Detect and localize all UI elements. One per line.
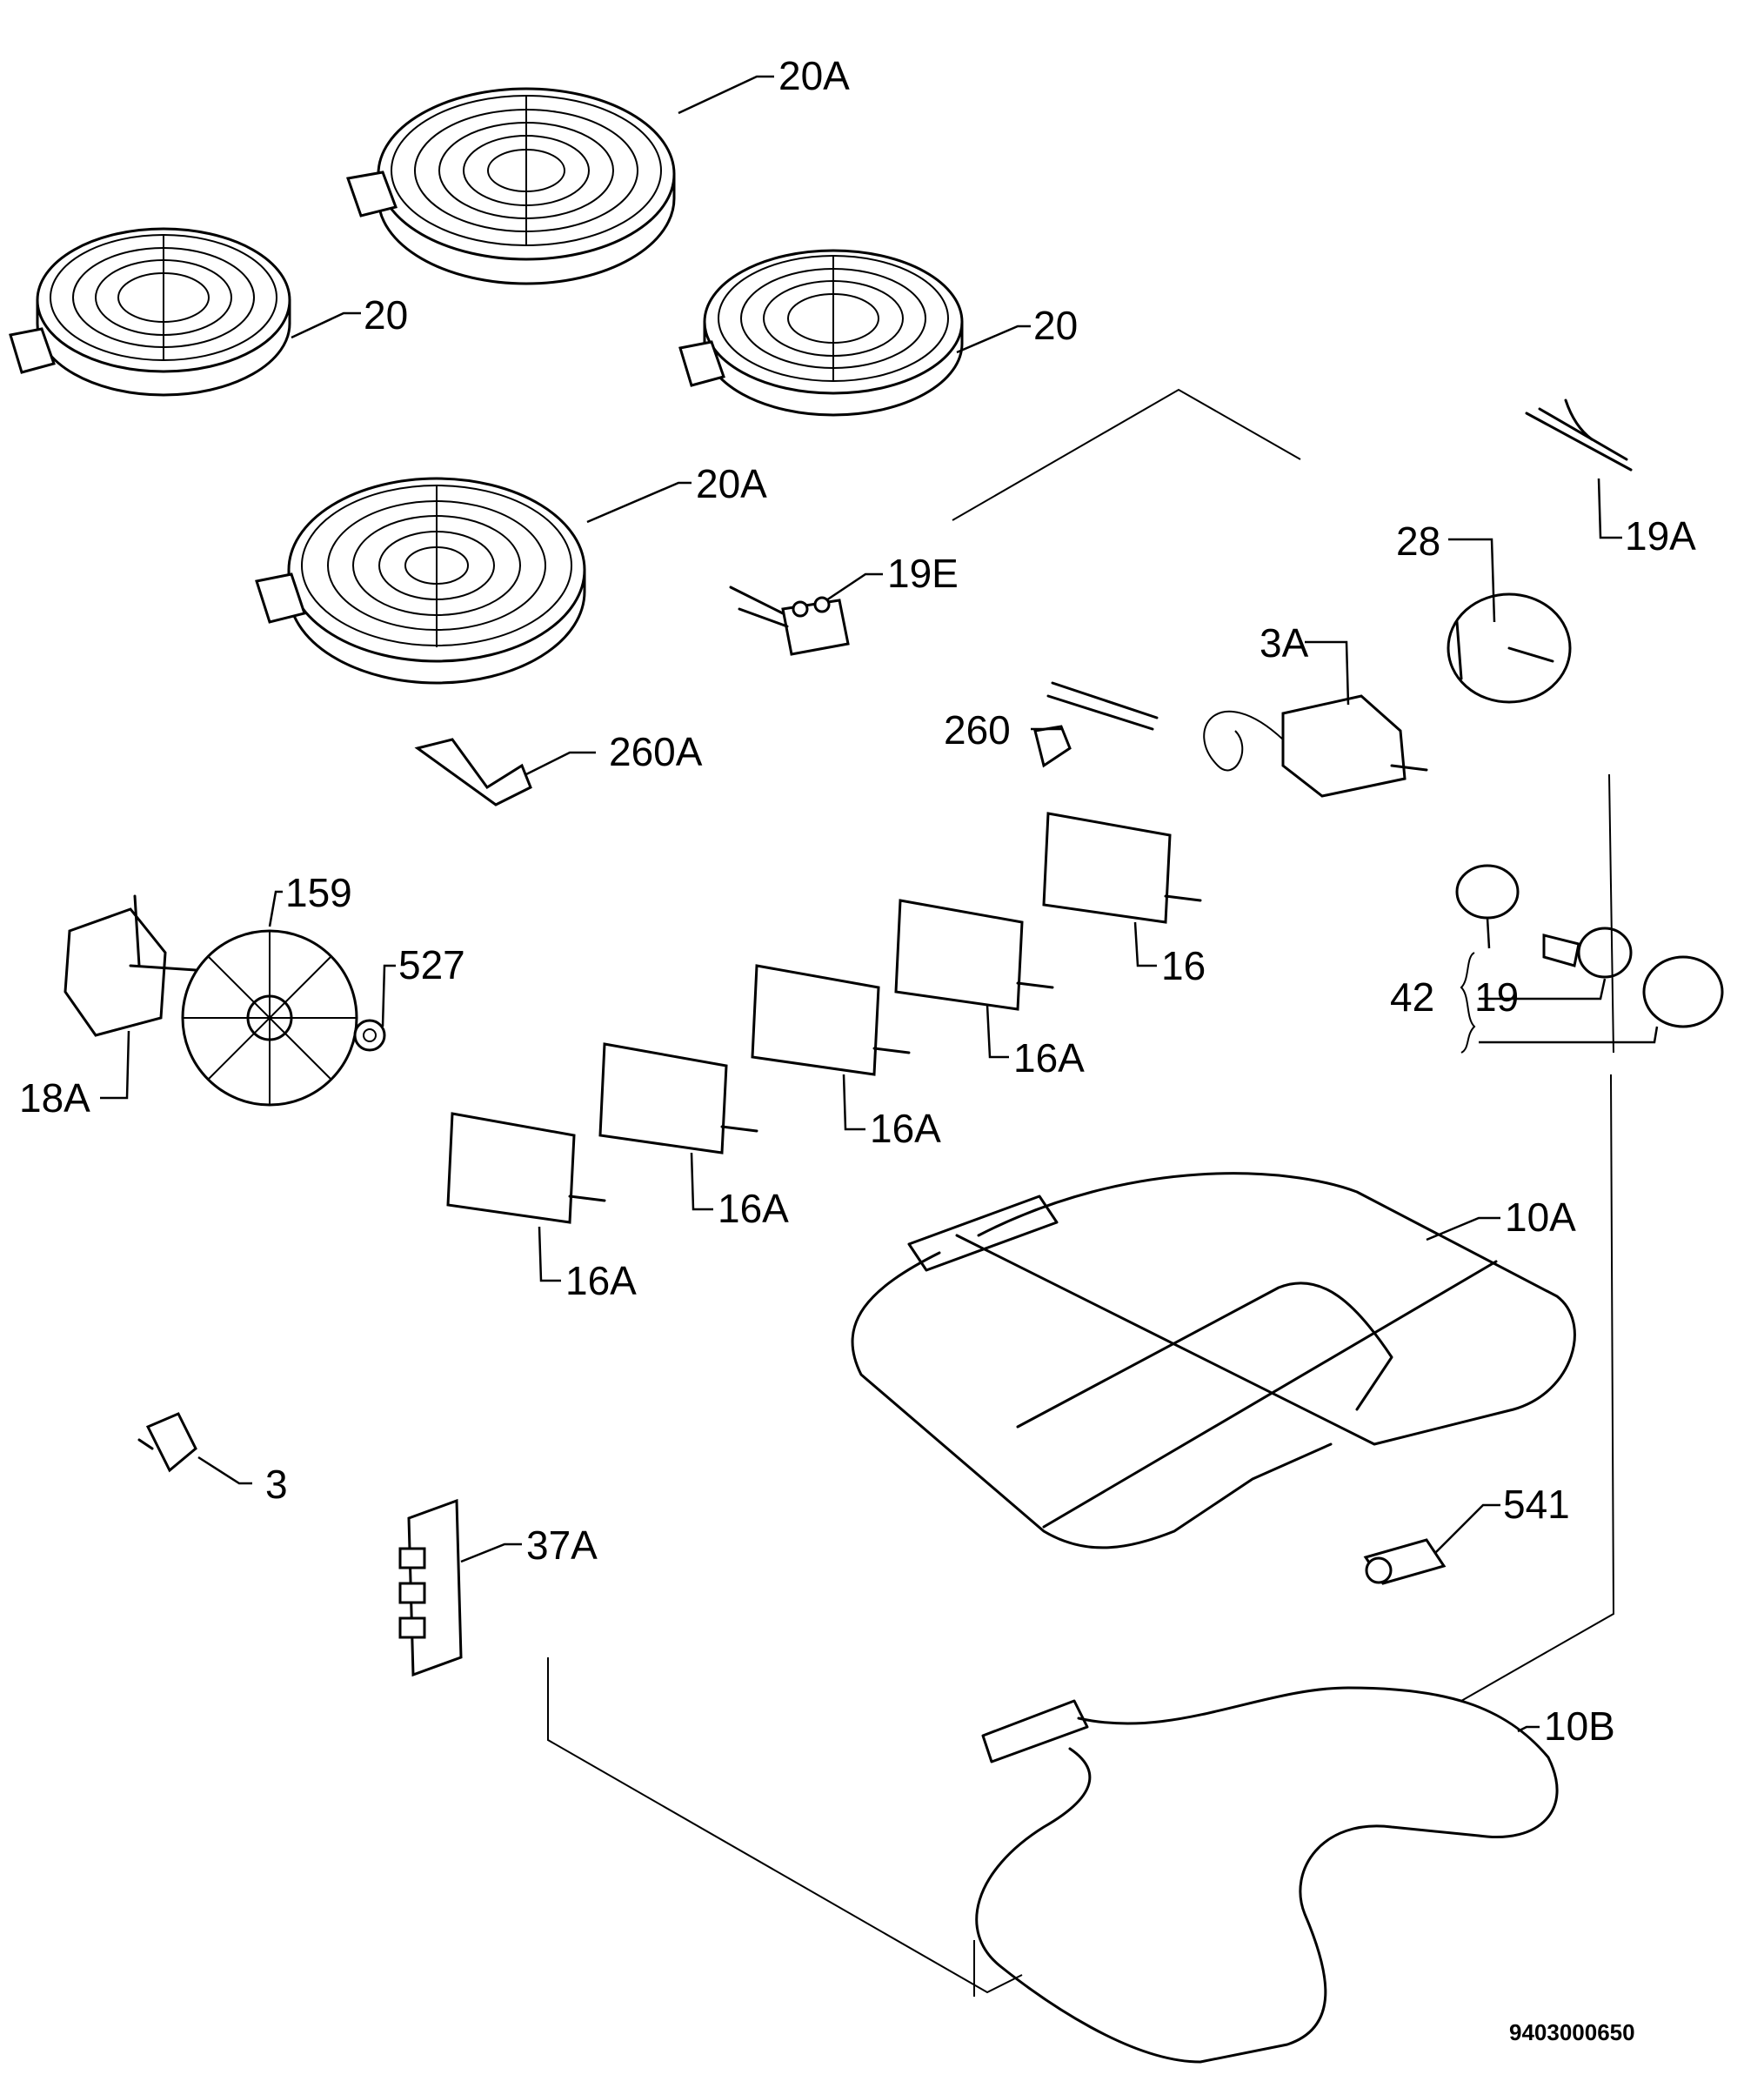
switch-16A-3 — [598, 1042, 758, 1154]
label-541: 541 — [1503, 1482, 1570, 1527]
label-159: 159 — [285, 870, 352, 915]
part-159-fan-blade — [181, 929, 358, 1107]
hotplate-20A-mid — [255, 477, 586, 685]
drawing-code: 9403000650 — [1509, 2019, 1635, 2045]
part-18A-fan-motor — [63, 894, 197, 1037]
label-19: 19 — [1474, 974, 1519, 1020]
hotplate-20A-top — [346, 87, 676, 285]
hotplate-20-right — [678, 249, 964, 417]
label-527: 527 — [398, 942, 465, 987]
switch-16A-2 — [751, 964, 911, 1076]
hotplate-20-left — [9, 227, 291, 397]
label-3: 3 — [265, 1462, 288, 1507]
label-18A: 18A — [19, 1075, 90, 1121]
label-20-left: 20 — [364, 292, 408, 338]
part-260-clip — [1033, 725, 1072, 768]
part-541-clip — [1363, 1538, 1447, 1585]
part-527-nut — [353, 1019, 386, 1052]
part-19E-switch — [729, 586, 850, 656]
label-19A: 19A — [1625, 513, 1696, 559]
label-260: 260 — [944, 707, 1011, 753]
part-3-switch — [137, 1412, 197, 1473]
switch-16A-4 — [446, 1112, 606, 1224]
label-20-right: 20 — [1033, 303, 1078, 348]
switch-16 — [1042, 812, 1202, 924]
switch-16A-1 — [894, 899, 1054, 1011]
part-37A-terminal-block — [398, 1498, 463, 1677]
part-10B-heating-element — [975, 1686, 1559, 2064]
label-20A-mid: 20A — [696, 461, 767, 506]
label-3A: 3A — [1260, 620, 1309, 666]
part-19A-sensor — [1525, 398, 1633, 472]
label-16A-3: 16A — [718, 1186, 789, 1231]
label-16A-1: 16A — [1013, 1035, 1085, 1081]
part-260A-bracket — [414, 738, 532, 806]
label-42: 42 — [1390, 974, 1434, 1020]
label-10B: 10B — [1544, 1703, 1615, 1749]
part-42-lamp-assembly — [1455, 864, 1724, 1054]
label-19E: 19E — [887, 551, 959, 596]
label-37A: 37A — [526, 1522, 598, 1568]
label-16A-4: 16A — [565, 1258, 637, 1303]
part-10A-heating-element — [851, 1172, 1576, 1549]
part-3A-thermostat — [1046, 681, 1428, 798]
label-28: 28 — [1396, 519, 1440, 564]
label-260A: 260A — [609, 729, 703, 774]
label-16A-2: 16A — [870, 1106, 941, 1151]
part-28-timer — [1447, 592, 1572, 704]
label-20A-top: 20A — [778, 53, 850, 98]
label-10A: 10A — [1505, 1195, 1576, 1240]
label-16: 16 — [1161, 943, 1206, 988]
